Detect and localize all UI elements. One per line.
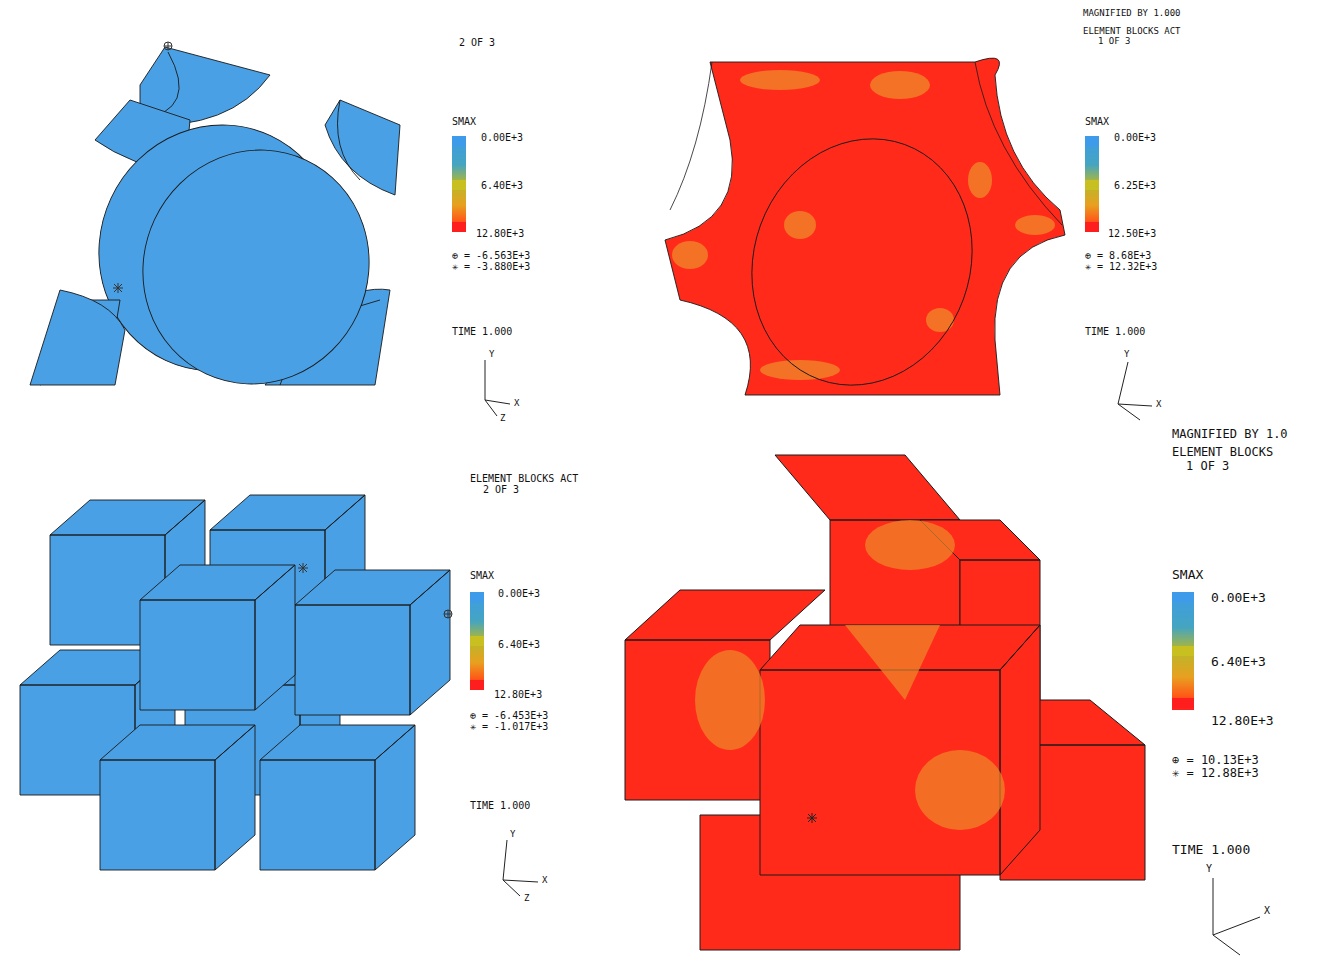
plot-annotation: SMAX [1172, 568, 1203, 581]
plot-annotation: TIME 1.000 [470, 801, 530, 811]
plot-annotation: TIME 1.000 [1172, 843, 1250, 856]
plot-annotation: ⊕ = -6.453E+3 [470, 711, 548, 721]
plot-annotation: Z [524, 894, 529, 903]
plot-annotation: MAGNIFIED BY 1.000 [1083, 9, 1181, 18]
plot-annotation: Z [500, 414, 505, 423]
colorbar-value: 12.80E+3 [494, 690, 542, 700]
colorbar-swatch [1085, 180, 1099, 190]
colorbar-value: 0.00E+3 [481, 133, 523, 143]
plot-annotation: X [514, 399, 519, 408]
plot-annotation: 1 OF 3 [1098, 37, 1131, 46]
plot-annotation: ⊕ = 8.68E+3 [1085, 251, 1151, 261]
colorbar-value: 6.40E+3 [481, 181, 523, 191]
plot-annotation: ✳ = -1.017E+3 [470, 722, 548, 732]
colorbar-value: 12.80E+3 [1211, 714, 1274, 727]
plot-annotation: Y [510, 830, 515, 839]
colorbar-swatch [1172, 592, 1194, 602]
plot-annotation: TIME 1.000 [452, 327, 512, 337]
plot-annotation: ✳ = 12.32E+3 [1085, 262, 1157, 272]
colorbar-swatch [470, 636, 484, 646]
plot-annotation: ELEMENT BLOCKS [1172, 446, 1273, 458]
colorbar-value: 0.00E+3 [1114, 133, 1156, 143]
plot-annotation: ✳ = 12.88E+3 [1172, 767, 1259, 779]
plot-annotation: X [1156, 400, 1161, 409]
colorbar-value: 0.00E+3 [1211, 591, 1266, 604]
plot-annotation: 2 OF 3 [459, 38, 495, 48]
plot-annotation: ⊕ = -6.563E+3 [452, 251, 530, 261]
colorbar-swatch [452, 136, 466, 146]
plot-annotation: ✳ = -3.880E+3 [452, 262, 530, 272]
colorbar-swatch [1172, 646, 1194, 656]
plot-annotation: Y [1206, 864, 1212, 874]
plot-annotation: SMAX [452, 117, 476, 127]
plot-annotation: ELEMENT BLOCKS ACT [1083, 27, 1181, 36]
plot-annotation: ⊕ = 10.13E+3 [1172, 754, 1259, 766]
plot-annotation: 1 OF 3 [1186, 460, 1229, 472]
colorbar-swatch [470, 592, 484, 602]
plot-annotation: X [1264, 906, 1270, 916]
colorbar-value: 6.40E+3 [1211, 655, 1266, 668]
colorbar-value: 6.25E+3 [1114, 181, 1156, 191]
colorbar-value: 12.50E+3 [1108, 229, 1156, 239]
colorbar-swatch [452, 222, 466, 232]
plot-annotation: MAGNIFIED BY 1.0 [1172, 428, 1288, 440]
plot-annotation: 2 OF 3 [483, 485, 519, 495]
plot-annotation: Y [489, 350, 494, 359]
plot-annotation: SMAX [1085, 117, 1109, 127]
colorbar-swatch [1172, 698, 1194, 708]
plot-annotation: X [542, 876, 547, 885]
colorbar-swatch [1085, 136, 1099, 146]
plot-annotation: SMAX [470, 571, 494, 581]
colorbar-value: 6.40E+3 [498, 640, 540, 650]
colorbar-swatch [1085, 222, 1099, 232]
colorbar-value: 0.00E+3 [498, 589, 540, 599]
plot-annotation: Y [1124, 350, 1129, 359]
colorbar-swatch [452, 180, 466, 190]
plot-annotation: TIME 1.000 [1085, 327, 1145, 337]
plot-annotation: ELEMENT BLOCKS ACT [470, 474, 578, 484]
colorbar-value: 12.80E+3 [476, 229, 524, 239]
colorbar-swatch [470, 680, 484, 690]
